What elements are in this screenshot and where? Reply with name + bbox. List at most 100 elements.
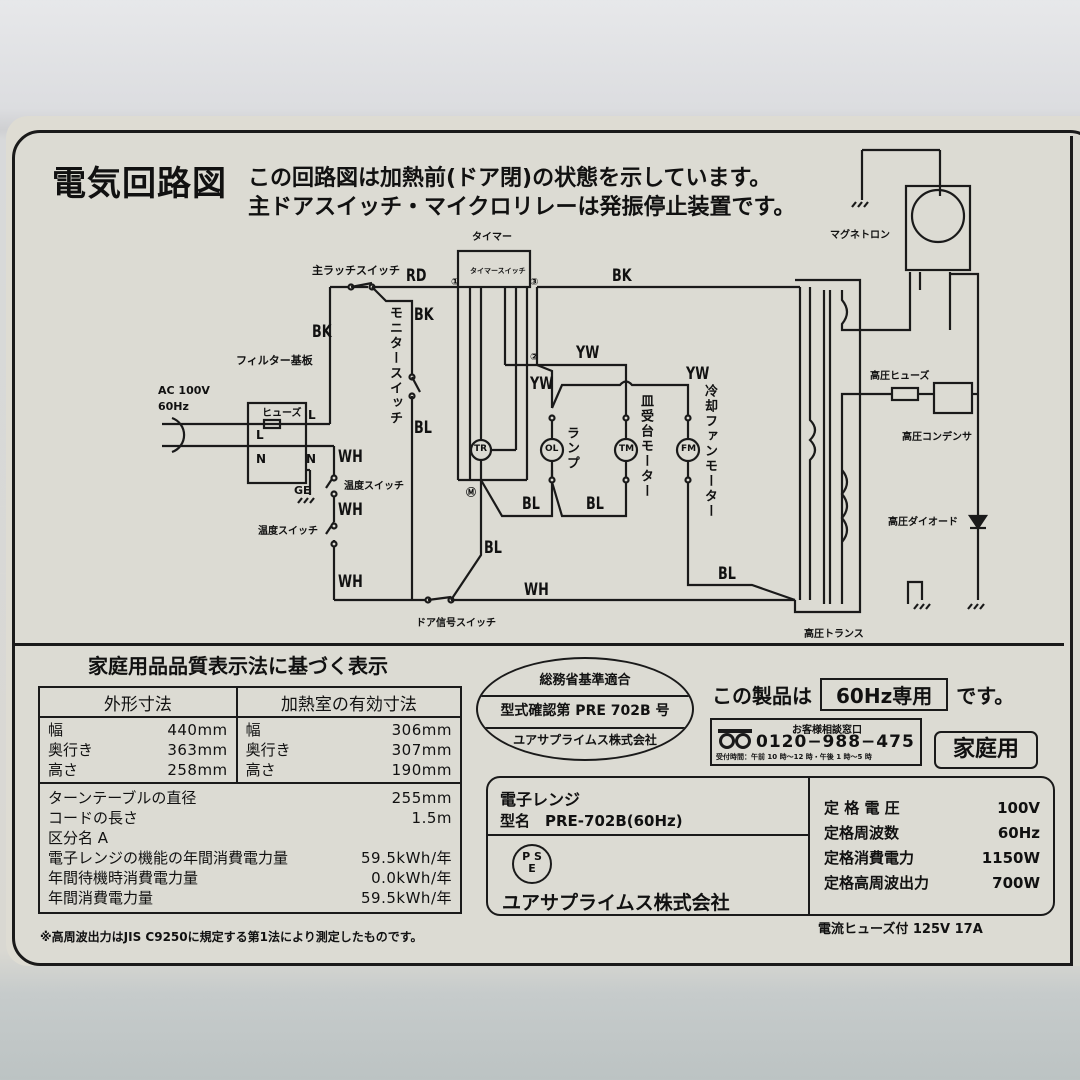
adjacent-label-edge: [1070, 136, 1080, 966]
fm-label: FM: [681, 444, 697, 454]
table-row: 区分名 A: [48, 829, 109, 847]
contact-header: お客様相談窓口: [792, 725, 862, 736]
frequency-box: 60Hz専用: [820, 678, 949, 711]
circuit-schematic: [162, 148, 989, 614]
turntable-motor-label: 皿受台モーター: [638, 394, 653, 499]
line-l-label: L: [308, 408, 316, 422]
product-model: 型名 PRE-702B(60Hz): [500, 812, 683, 830]
manufacturer-name: ユアサプライムス株式会社: [502, 892, 730, 914]
customer-contact-box: お客様相談窓口 0120−988−475 受付時間：午前 10 時〜12 時・午…: [710, 718, 922, 766]
product-rating-box: 電子レンジ 型名 PRE-702B(60Hz) P S E ユアサプライムス株式…: [486, 776, 1055, 916]
circuit-diagram-title: 電気回路図: [52, 164, 227, 204]
cert-line-3: ユアサプライムス株式会社: [513, 733, 657, 747]
cavity-dims-header: 加熱室の有効寸法: [235, 686, 463, 718]
monitor-switch-label: モニタースイッチ: [387, 306, 402, 426]
ac-frequency-label: 60Hz: [158, 400, 189, 413]
wire-bl-1: BL: [522, 494, 540, 514]
magnetron-label: マグネトロン: [830, 230, 890, 241]
hv-capacitor-label: 高圧コンデンサ: [902, 432, 972, 443]
wire-bl-monitor: BL: [414, 418, 432, 438]
wire-yw-1: YW: [576, 343, 600, 363]
ground-icon: [297, 497, 315, 504]
wire-wh-1: WH: [338, 447, 363, 467]
hv-fuse-label: 高圧ヒューズ: [870, 371, 930, 382]
product-name: 電子レンジ: [500, 790, 581, 809]
fuse-icon: [262, 418, 282, 430]
door-signal-switch-label: ドア信号スイッチ: [416, 618, 496, 629]
thermo-switch-1-label: 温度スイッチ: [344, 481, 404, 492]
certification-oval: 総務省基準適合 型式確認第 PRE 702B 号 ユアサプライムス株式会社: [476, 657, 694, 761]
thermo-switch-2-label: 温度スイッチ: [258, 526, 318, 537]
timer-switch-label: タイマースイッチ: [470, 267, 526, 275]
note-line-2: 主ドアスイッチ・マイクロリレーは発振停止装置です。: [248, 195, 796, 220]
wire-rd: RD: [406, 266, 427, 286]
quality-label-title: 家庭用品品質表示法に基づく表示: [88, 654, 388, 678]
magnetron-box: [904, 184, 972, 272]
external-dims-header: 外形寸法: [38, 686, 238, 718]
contact-phone: 0120−988−475: [756, 732, 915, 752]
cert-line-1: 総務省基準適合: [539, 673, 631, 688]
line-n-label: N: [256, 452, 267, 466]
wire-yw-3: YW: [686, 364, 710, 384]
wire-bk-left: BK: [312, 322, 332, 342]
wire-wh-3: WH: [338, 572, 363, 592]
ground-icon: [913, 603, 931, 610]
section-divider: [14, 643, 1064, 646]
terminal-1-label: ①: [451, 277, 460, 288]
cooling-fan-motor-label: 冷却ファンモーター: [702, 384, 717, 519]
product-info: 電子レンジ 型名 PRE-702B(60Hz) P S E ユアサプライムス株式…: [488, 778, 810, 914]
hv-diode-label: 高圧ダイオード: [888, 517, 958, 528]
measurement-footnote: ※高周波出力はJIS C9250に規定する第1法により測定したものです。: [40, 930, 423, 944]
line-l-label-2: L: [256, 428, 264, 442]
magnetron-icon: [910, 188, 966, 244]
ac-plug-icon: [171, 416, 186, 454]
ground-label: GE: [294, 484, 311, 497]
pse-mark-icon: P S E: [512, 844, 552, 884]
note-line-1: この回路図は加熱前(ドア閉)の状態を示しています。: [248, 166, 772, 191]
ground-icon: [967, 603, 985, 610]
hv-capacitor-icon: [932, 381, 974, 415]
tr-label: TR: [474, 444, 488, 454]
hv-transformer-label: 高圧トランス: [804, 629, 864, 640]
cert-line-2: 型式確認第 PRE 702B 号: [478, 695, 692, 729]
free-dial-icon: [718, 729, 752, 749]
household-badge: 家庭用: [934, 731, 1038, 769]
wire-yw-2: YW: [530, 374, 554, 394]
timer-label: タイマー: [472, 232, 512, 243]
wire-wh-2: WH: [338, 500, 363, 520]
filter-board-label: フィルター基板: [236, 354, 313, 367]
main-latch-switch-label: 主ラッチスイッチ: [312, 264, 400, 277]
ac-input-label: AC 100V: [158, 384, 210, 397]
terminal-3-label: ③: [530, 277, 539, 288]
hv-fuse-icon: [890, 386, 920, 402]
ground-icon: [851, 201, 869, 208]
contact-hours: 受付時間：午前 10 時〜12 時・午後 1 時〜5 時: [716, 753, 872, 761]
tm-label: TM: [619, 444, 635, 454]
timer-box: [456, 249, 532, 289]
circuit-diagram-note: この回路図は加熱前(ドア閉)の状態を示しています。 主ドアスイッチ・マイクロリレ…: [248, 164, 795, 222]
wire-bk-monitor: BK: [414, 305, 434, 325]
fuse-note: 電流ヒューズ付 125V 17A: [818, 922, 983, 937]
wire-bl-3: BL: [484, 538, 502, 558]
ol-label: OL: [545, 444, 559, 454]
hv-diode-icon: [967, 514, 989, 530]
wire-bk-top: BK: [612, 266, 632, 286]
terminal-m-label: Ⓜ: [466, 488, 476, 499]
lamp-label: ランプ: [564, 426, 579, 471]
